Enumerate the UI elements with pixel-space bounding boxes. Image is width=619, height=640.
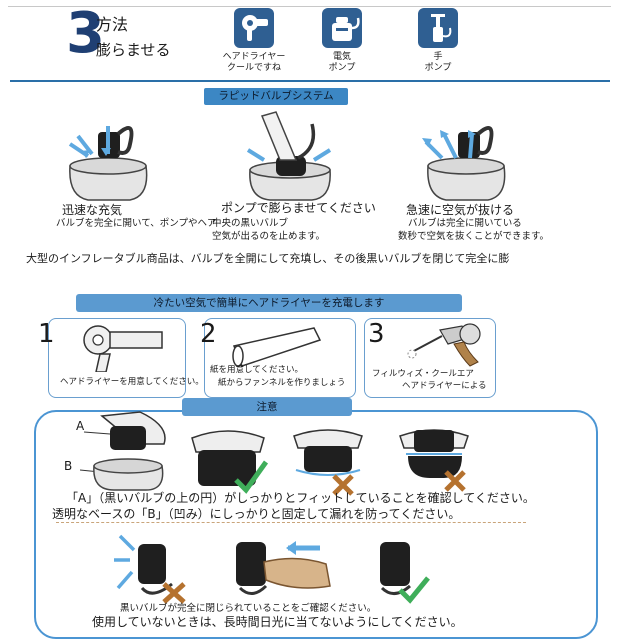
valve-open-wrong-illustration (114, 534, 186, 604)
caution-line-2: 透明なベースの「B」（凹み）にしっかりと固定して漏れを防ってください。 (52, 507, 461, 521)
hand-pump-icon (418, 8, 458, 48)
rapid-item-desc-1: バルブを完全に開いて、ポンプやヘア (56, 218, 217, 229)
rapid-item-title-2: ポンプで膨らませてください (221, 201, 376, 215)
valve-pump-illustration (246, 111, 332, 201)
dryer-with-funnel-icon (407, 323, 481, 367)
dryer-step-number-1: 1 (38, 319, 55, 349)
dryer-step-number-3: 3 (368, 319, 385, 349)
valve-correct-fit-illustration (191, 430, 269, 494)
electric-pump-icon (322, 8, 362, 48)
dryer-step-3-caption-b: ヘアドライヤーによる (402, 381, 487, 391)
dryer-step-3-caption-a: フィルウィズ・クールエア (372, 369, 474, 379)
caution-separator (56, 522, 526, 523)
valve-push-closed-illustration (236, 541, 331, 595)
step-subtitle: 膨らませる (96, 41, 171, 59)
rapid-valve-banner: ラピッドバルブシステム (204, 88, 348, 105)
rapid-valve-note: 大型のインフレータブル商品は、バルブを全開にして充填し、その後黒いバルブを閉じて… (26, 252, 510, 265)
dryer-step-1-caption: ヘアドライヤーを用意してください。 (60, 377, 204, 387)
rapid-item-title-3: 急速に空気が抜ける (406, 203, 515, 217)
caution-line-3: 黒いバルブが完全に閉じられていることをご確認ください。 (120, 603, 377, 614)
valve-wrong-fit-illustration-1 (293, 429, 363, 496)
valve-parts-illustration (80, 411, 166, 491)
label-b: B (64, 459, 73, 473)
step-number: 3 (66, 1, 105, 66)
top-divider (8, 6, 611, 7)
method-label-dryer: ヘアドライヤークールですね (222, 52, 286, 73)
dryer-banner: 冷たい空気で簡単にヘアドライヤーを充電します (76, 294, 462, 312)
valve-deflate-illustration (422, 125, 506, 201)
rapid-item-desc-3a: バルブは完全に開いている (408, 218, 522, 229)
method-label-electric: 電気ポンプ (328, 52, 356, 73)
valve-wrong-fit-illustration-2 (399, 429, 469, 492)
valve-closed-correct-illustration (380, 542, 430, 604)
label-a: A (76, 419, 85, 433)
caution-banner: 注意 (182, 398, 352, 416)
valve-open-inflate-illustration (68, 125, 148, 201)
dryer-step-number-2: 2 (200, 319, 217, 349)
dryer-step-2-panel (204, 318, 356, 398)
hair-dryer-icon (234, 8, 274, 48)
step-title: 方法 (96, 15, 129, 34)
rapid-item-desc-2b: 空気が出るのを止めます。 (212, 231, 326, 242)
rapid-item-desc-3b: 数秒で空気を抜くことができます。 (398, 231, 550, 242)
rapid-item-title-1: 迅速な充気 (62, 203, 123, 217)
dryer-step-2-caption-b: 紙からファンネルを作りましょう (218, 378, 346, 388)
hair-dryer-icon (83, 325, 163, 372)
caution-line-4: 使用していないときは、長時間日光に当てないようにしてください。 (92, 615, 463, 629)
caution-line-1: 「A」（黒いバルブの上の円）がしっかりとフィットしていることを確認してください。 (66, 491, 535, 505)
header-divider (10, 80, 610, 82)
rapid-item-desc-2a: 中央の黒いバルブ (212, 218, 289, 229)
dryer-step-2-caption-a: 紙を用意してください。 (210, 365, 303, 375)
method-label-hand: 手ポンプ (424, 52, 452, 73)
paper-funnel-icon (232, 327, 322, 367)
